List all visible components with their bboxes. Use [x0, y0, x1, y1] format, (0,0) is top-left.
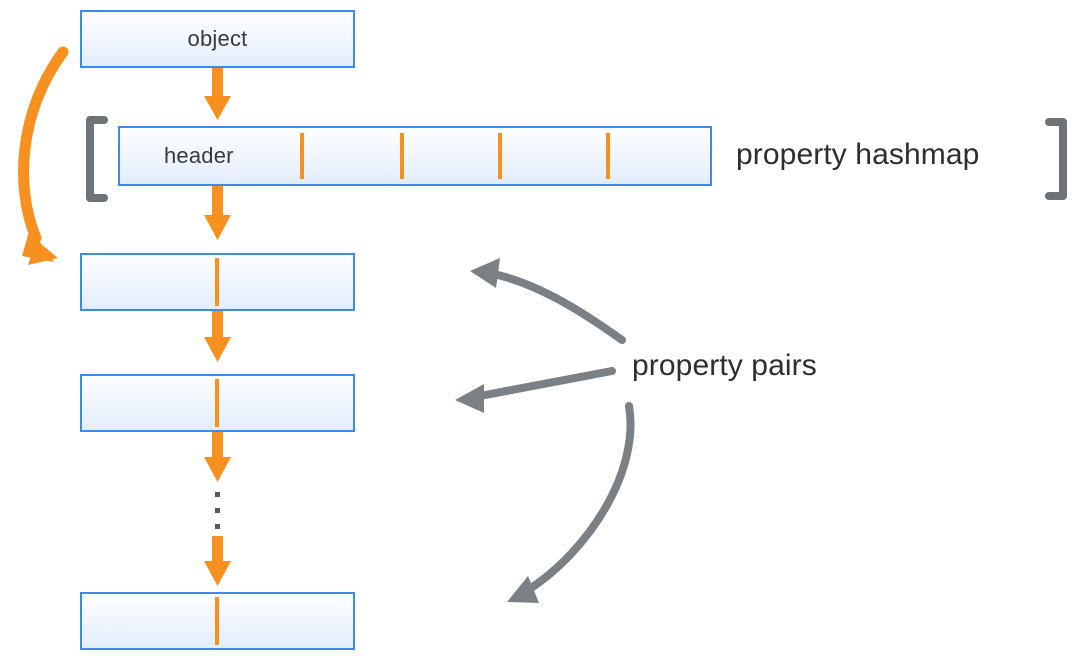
object-box-label: object: [187, 26, 248, 51]
object-to-pair-curved-arrow: [18, 46, 69, 265]
property-hashmap-label: property hashmap: [736, 138, 980, 171]
ellipsis-dot-2: [215, 508, 220, 513]
hashmap-slot-tick-2: [400, 133, 404, 179]
ellipsis-dot-3: [215, 524, 220, 529]
ellipsis-dot-1: [215, 492, 220, 497]
arrow-pair2-to-ellipsis: [204, 432, 231, 482]
header-label: header: [164, 143, 234, 168]
hashmap-slot-tick-1: [300, 133, 304, 179]
hashmap-slot-tick-4: [606, 133, 610, 179]
object-box[interactable]: object: [80, 10, 355, 68]
arrow-object-to-header: [204, 68, 231, 120]
header-hashmap-row[interactable]: header: [118, 126, 712, 186]
arrow-ellipsis-to-pair3: [204, 536, 231, 586]
property-pairs-label: property pairs: [632, 349, 817, 382]
property-pair-divider-3: [215, 597, 219, 645]
property-pair-divider-2: [215, 379, 219, 427]
property-pair-divider-1: [215, 258, 219, 306]
left-bracket: [86, 116, 108, 202]
callout-arrow-middle: [455, 367, 616, 413]
callout-arrow-upper: [470, 258, 626, 344]
right-bracket: [1045, 118, 1067, 200]
arrow-header-to-pair1: [204, 186, 231, 240]
callout-arrow-lower: [507, 402, 635, 603]
arrow-pair1-to-pair2: [204, 311, 231, 362]
hashmap-slot-tick-3: [498, 133, 502, 179]
